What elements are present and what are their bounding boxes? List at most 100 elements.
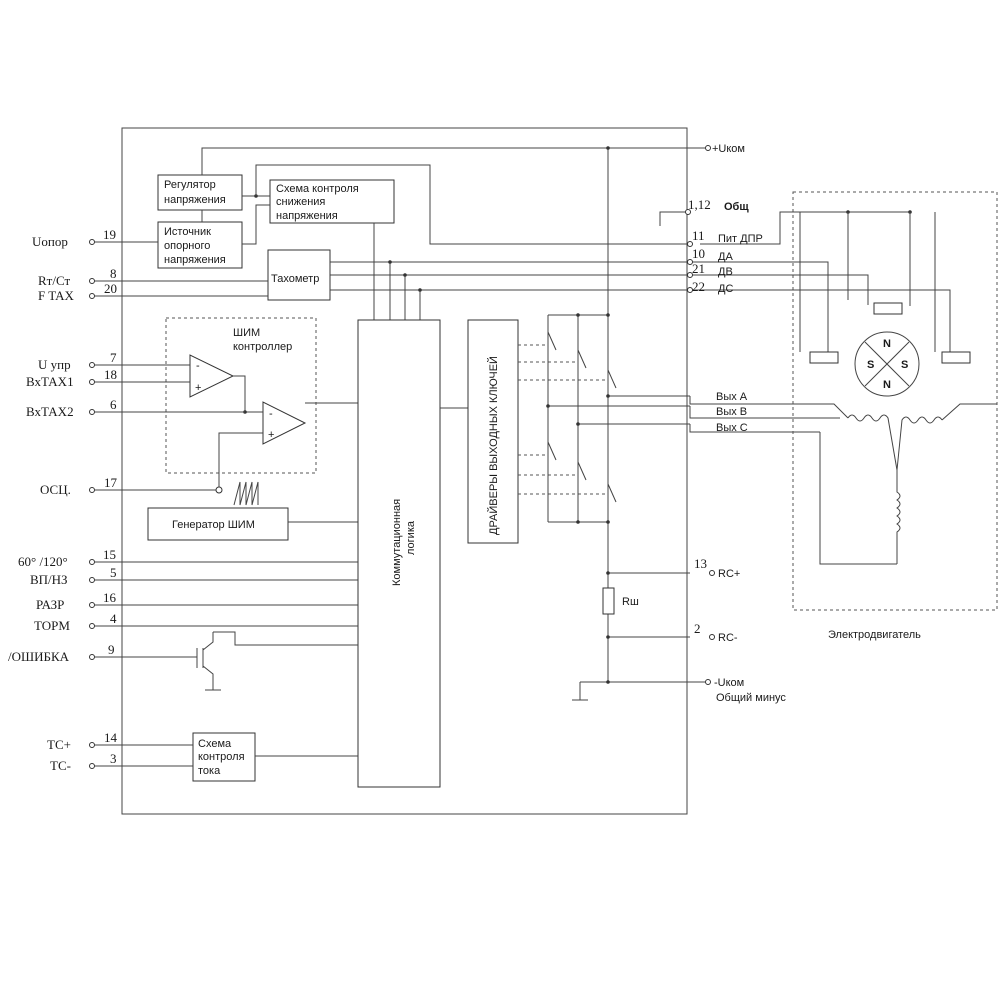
voltage-regulator-block — [157, 174, 243, 211]
opamp-1 — [189, 354, 235, 398]
left-pin-number: 14 — [104, 730, 118, 745]
undervoltage-label-1: Схема контроля — [276, 183, 359, 195]
opamp-1-plus: + — [195, 382, 201, 394]
pwm-controller-label-1: ШИМ — [233, 327, 260, 339]
right-pin-number: 10 — [692, 246, 705, 261]
right-pin-rc-minus: 2 RC- — [694, 621, 738, 644]
left-pin-label: ВхТАХ2 — [26, 404, 74, 419]
current-control-label-1: Схема — [198, 738, 232, 750]
left-pin-number: 3 — [110, 751, 117, 766]
left-pin-number: 4 — [110, 611, 117, 626]
right-pin-number: 22 — [692, 279, 705, 294]
hall-sensor-b — [873, 302, 903, 315]
left-pin-label: Uопор — [32, 234, 68, 249]
left-pin-razr: РАЗР 16 — [36, 590, 117, 612]
right-pin-common: 1,12 Общ — [685, 197, 749, 215]
pwm-generator-label: Генератор ШИМ — [172, 519, 255, 531]
ref-source-block — [157, 221, 243, 269]
ref-source-label-1: Источник — [164, 226, 211, 238]
right-pin-ds: 22 ДС — [687, 279, 733, 295]
left-pin-number: 6 — [110, 397, 117, 412]
left-pin-number: 16 — [103, 590, 117, 605]
left-pin-label: РАЗР — [36, 597, 64, 612]
rotor-pole-n-bottom: N — [883, 379, 891, 391]
undervoltage-label-3: напряжения — [276, 210, 338, 222]
commutation-logic-label-2: логика — [405, 520, 417, 555]
shunt-resistor — [602, 587, 615, 615]
motor-label: Электродвигатель — [828, 629, 921, 641]
left-pin-vxtax2: ВхТАХ2 6 — [26, 397, 117, 419]
right-pin-out-a: Вых А — [716, 391, 748, 403]
left-pin-rt-ct: Rт/Ст 8 — [38, 266, 117, 288]
left-pin-tc-minus: ТС- 3 — [50, 751, 117, 773]
left-pin-number: 8 — [110, 266, 117, 281]
undervoltage-label-2: снижения — [276, 196, 325, 208]
rotor-pole-s-right: S — [901, 359, 908, 371]
opamp-1-minus: - — [196, 360, 200, 372]
left-pin-label: ОСЦ. — [40, 482, 71, 497]
opamp-2 — [262, 401, 307, 445]
right-pin-label: Общ — [724, 201, 749, 213]
rotor-pole-n-top: N — [883, 338, 891, 350]
left-pin-label: ВП/НЗ — [30, 572, 68, 587]
left-pin-number: 15 — [103, 547, 116, 562]
left-pin-torm: ТОРМ 4 — [34, 611, 117, 633]
right-pin-label: ДВ — [718, 266, 733, 278]
right-pin-out-c: Вых С — [716, 422, 748, 434]
current-control-block — [192, 732, 256, 782]
left-pin-osc: ОСЦ. 17 — [40, 475, 118, 497]
rotor-pole-s-left: S — [867, 359, 874, 371]
right-pin-label: ДА — [718, 251, 733, 263]
right-pin-number: 2 — [694, 621, 701, 636]
undervoltage-block — [269, 179, 395, 224]
hall-sensor-a — [809, 351, 839, 364]
right-pin-da: 10 ДА — [687, 246, 733, 265]
left-pin-label: Rт/Ст — [38, 273, 70, 288]
left-pin-number: 9 — [108, 642, 115, 657]
left-pin-tc-plus: ТС+ 14 — [47, 730, 118, 752]
ref-source-label-3: напряжения — [164, 254, 226, 266]
pwm-generator-block — [147, 507, 289, 541]
commutation-logic-block — [357, 319, 441, 788]
right-pin-out-b: Вых В — [716, 406, 747, 418]
left-pin-number: 19 — [103, 227, 116, 242]
right-pin-label: +Uком — [712, 143, 745, 155]
right-pin-sublabel: Общий минус — [716, 692, 786, 704]
pwm-controller-label-2: контроллер — [233, 341, 292, 353]
right-pin-minus-ukom: -Uком Общий минус — [705, 677, 786, 704]
tachometer-block — [267, 249, 331, 301]
left-pin-vxtax1: ВхТАХ1 18 — [26, 367, 117, 389]
right-pin-label: ДС — [718, 283, 733, 295]
right-pin-label: RC- — [718, 632, 738, 644]
left-pin-number: 17 — [104, 475, 118, 490]
left-pin-label: U упр — [38, 357, 71, 372]
right-pin-plus-ukom: +Uком — [705, 143, 745, 155]
left-pin-label: /ОШИБКА — [8, 649, 70, 664]
left-pin-f-tax: F TAX 20 — [38, 281, 117, 303]
opamp-2-minus: - — [269, 408, 273, 420]
chip-outline — [121, 127, 688, 815]
left-pin-number: 7 — [110, 350, 117, 365]
pwm-controller-frame — [165, 317, 317, 474]
shunt-label: Rш — [622, 596, 639, 608]
right-pin-pit-dpr: 11 Пит ДПР — [687, 228, 763, 247]
right-pin-label: Пит ДПР — [718, 233, 763, 245]
left-pin-label: F TAX — [38, 288, 75, 303]
right-pin-dv: 21 ДВ — [687, 261, 733, 278]
voltage-regulator-label-1: Регулятор — [164, 179, 216, 191]
left-pin-u-upr: U упр 7 — [38, 350, 117, 372]
left-pin-label: 60° /120° — [18, 554, 68, 569]
left-pin-oshibka: /ОШИБКА 9 — [8, 642, 115, 664]
left-pin-label: ТС+ — [47, 737, 71, 752]
right-pin-number: 21 — [692, 261, 705, 276]
right-pin-number: 13 — [694, 556, 707, 571]
left-pin-uopor: Uопор 19 — [32, 227, 116, 249]
drivers-block — [467, 319, 519, 544]
hall-sensor-c — [941, 351, 971, 364]
right-pin-label: RC+ — [718, 568, 740, 580]
motor-frame — [792, 191, 998, 611]
right-pin-number: 1,12 — [688, 197, 711, 212]
voltage-regulator-label-2: напряжения — [164, 194, 226, 206]
current-control-label-2: контроля — [198, 751, 245, 763]
